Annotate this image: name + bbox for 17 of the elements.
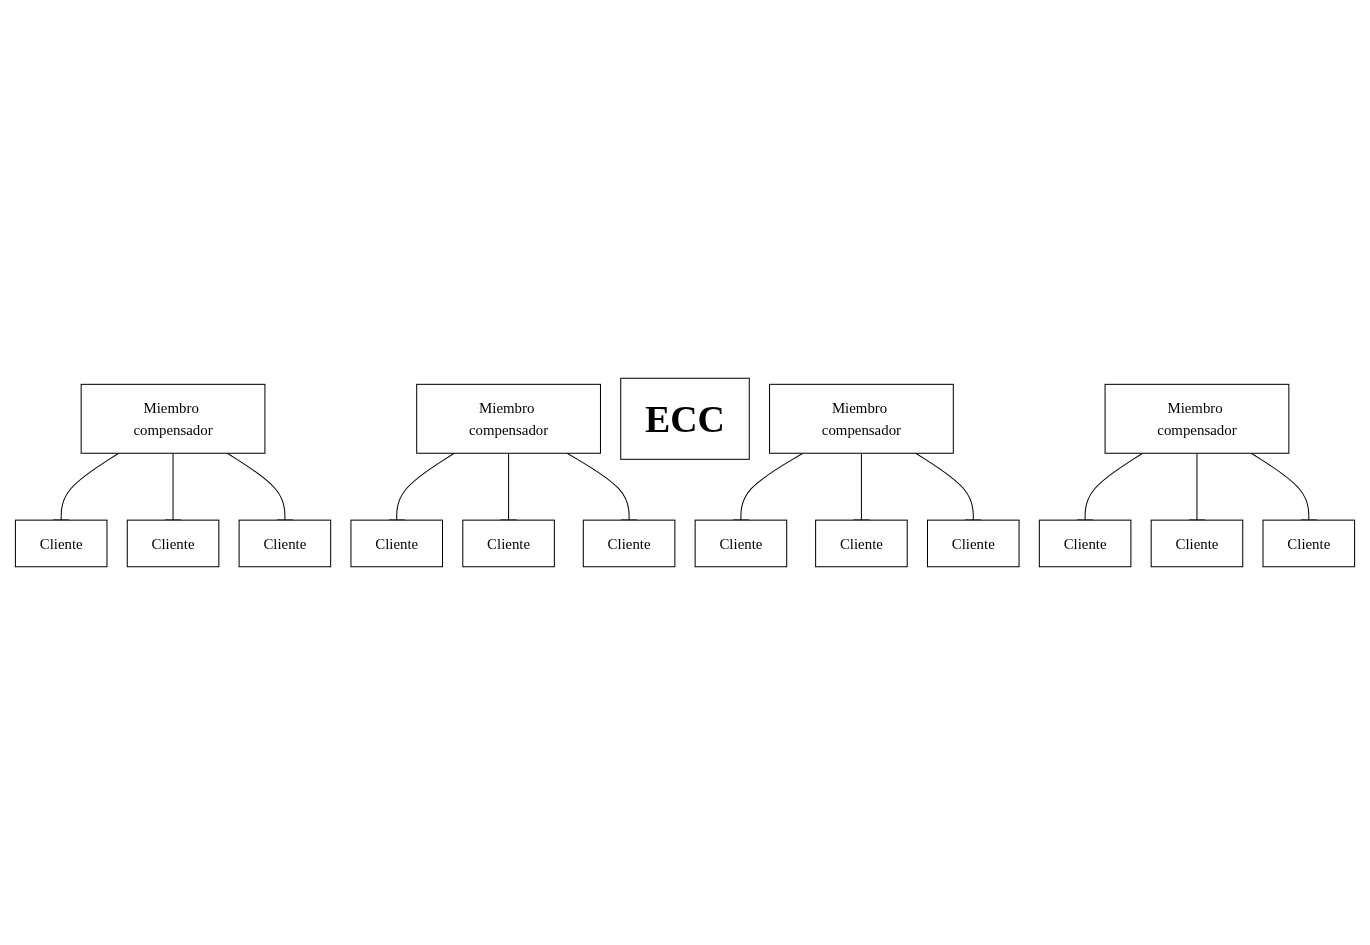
node-box: Cliente (926, 519, 1020, 568)
node-box: Miembro compensador (1104, 383, 1290, 454)
node-box: Cliente (14, 519, 108, 568)
node-box: Cliente (1150, 519, 1244, 568)
node-box: Miembro compensador (80, 383, 266, 454)
node-box: Cliente (1262, 519, 1356, 568)
node-box: Miembro compensador (769, 383, 954, 454)
node-box: Cliente (238, 519, 332, 568)
node-box: ECC (620, 377, 750, 460)
node-box: Cliente (350, 519, 444, 568)
node-box: Cliente (815, 519, 908, 568)
node-box: Cliente (1038, 519, 1132, 568)
node-box: Cliente (126, 519, 220, 568)
node-box: Cliente (694, 519, 788, 568)
node-box: Cliente (462, 519, 555, 568)
node-box: Cliente (582, 519, 676, 568)
node-box: Miembro compensador (416, 383, 601, 454)
